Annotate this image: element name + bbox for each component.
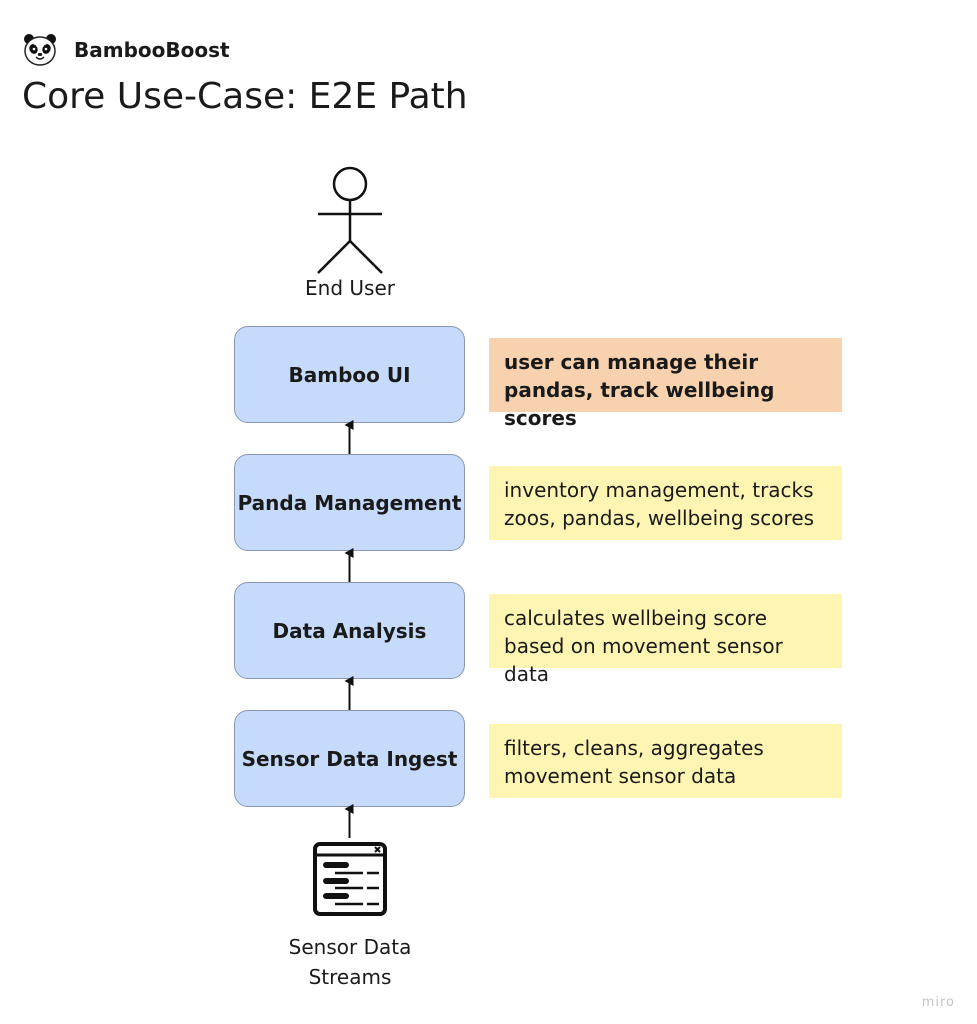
note-sensor-data-ingest[interactable]: filters, cleans, aggregates movement sen…: [489, 724, 842, 798]
component-sensor-data-ingest[interactable]: Sensor Data Ingest: [234, 710, 465, 807]
data-window-icon: [313, 842, 387, 916]
page-title: Core Use-Case: E2E Path: [22, 76, 468, 117]
miro-watermark: miro: [921, 995, 955, 1010]
panda-face-icon: [24, 34, 56, 66]
brand-name: BambooBoost: [74, 38, 230, 62]
source-label-line2: Streams: [308, 965, 392, 989]
component-panda-management[interactable]: Panda Management: [234, 454, 465, 551]
source-label: Sensor Data Streams: [250, 932, 450, 992]
note-data-analysis[interactable]: calculates wellbeing score based on move…: [489, 594, 842, 686]
component-bamboo-ui[interactable]: Bamboo UI: [234, 326, 465, 423]
component-data-analysis[interactable]: Data Analysis: [234, 582, 465, 679]
source-label-line1: Sensor Data: [288, 935, 412, 959]
note-bamboo-ui[interactable]: user can manage their pandas, track well…: [489, 338, 842, 430]
note-panda-management[interactable]: inventory management, tracks zoos, panda…: [489, 466, 842, 540]
brand-header: BambooBoost: [22, 32, 230, 68]
stick-figure-icon: [317, 166, 383, 274]
actor-label: End User: [305, 276, 395, 300]
